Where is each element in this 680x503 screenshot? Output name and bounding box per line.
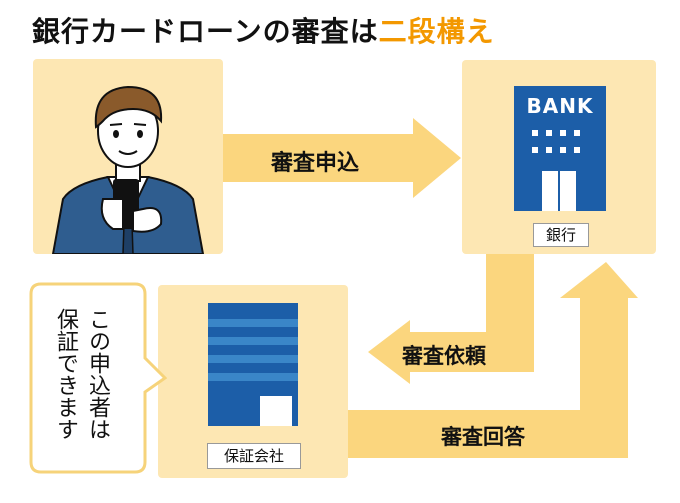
title-highlight: 二段構え [378, 15, 495, 48]
applicant-illustration [51, 85, 205, 254]
guarantor-panel: 保証会社 [158, 285, 348, 478]
speech-bubble [29, 282, 167, 474]
bank-sign: BANK [526, 94, 594, 118]
title-main: 銀行カードローンの審査は [32, 15, 379, 48]
bubble-line-2: 保証できます [53, 308, 78, 440]
bank-panel: BANK 銀行 [462, 60, 656, 254]
bank-tag: 銀行 [533, 223, 589, 247]
request-label: 審査依頼 [402, 344, 486, 368]
office-building-icon [208, 303, 298, 426]
apply-arrow [223, 118, 461, 198]
bubble-line-1: この申込者は [85, 308, 110, 440]
request-arrow [368, 254, 534, 384]
guarantor-tag: 保証会社 [207, 443, 301, 469]
page-title: 銀行カードローンの審査は二段構え [32, 10, 495, 50]
apply-label: 審査申込 [271, 151, 360, 176]
answer-label: 審査回答 [441, 425, 525, 449]
bank-building-icon [514, 86, 606, 211]
applicant-panel [33, 59, 223, 254]
answer-arrow [348, 262, 638, 458]
